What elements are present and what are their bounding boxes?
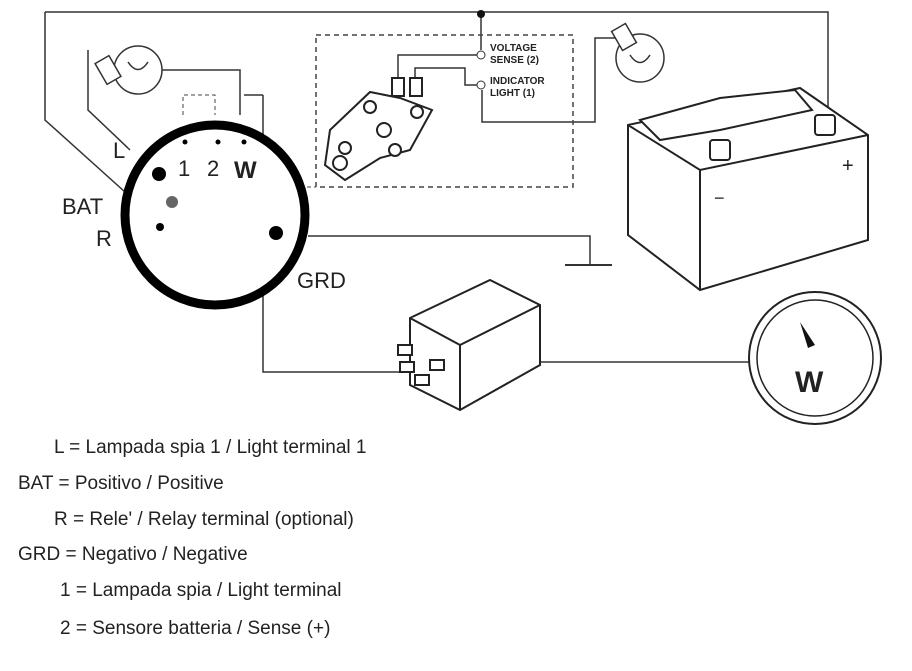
label-grd: GRD	[297, 268, 346, 293]
battery-plus: +	[842, 155, 854, 177]
sense-terminal	[476, 50, 486, 60]
warning-gauge-icon	[748, 291, 882, 425]
r-terminal	[156, 223, 164, 231]
lamp-wire	[87, 50, 131, 151]
relay-icon	[397, 278, 541, 412]
legend-row: 1 = Lampada spia / Light terminal	[60, 580, 342, 601]
indicator-terminal	[476, 80, 486, 90]
lamp-right-icon	[610, 22, 665, 83]
left-wire	[44, 12, 126, 193]
label-pin2: 2	[207, 156, 219, 181]
label-L: L	[113, 138, 125, 163]
regulator-icon	[323, 77, 434, 182]
battery-icon	[627, 86, 869, 292]
lamp-to-L-wire	[150, 69, 241, 115]
legend-row: GRD = Negativo / Negative	[18, 544, 248, 565]
alternator-connector	[120, 120, 310, 310]
label-r: R	[96, 226, 112, 251]
lamp-left-icon	[94, 45, 163, 95]
label-bat: BAT	[62, 194, 103, 219]
legend-row: L = Lampada spia 1 / Light terminal 1	[54, 437, 367, 458]
legend-row: R = Rele' / Relay terminal (optional)	[54, 509, 354, 530]
label-pin1: 1	[178, 156, 190, 181]
ground-wire	[308, 235, 591, 265]
label-indicator: INDICATOR	[490, 76, 545, 87]
battery-minus: −	[714, 188, 725, 208]
gauge-label: W	[795, 366, 824, 399]
bat-terminal	[152, 167, 166, 181]
wires	[44, 11, 829, 373]
label-voltage-sense-2: SENSE (2)	[490, 55, 539, 66]
label-pinW: W	[234, 157, 257, 184]
bat-pin	[166, 196, 178, 208]
grd-terminal	[269, 226, 283, 240]
legend-row: 2 = Sensore batteria / Sense (+)	[60, 618, 331, 639]
label-indicator-2: LIGHT (1)	[490, 88, 535, 99]
legend-row: BAT = Positivo / Positive	[18, 473, 224, 494]
indicator-wire	[481, 37, 620, 123]
junction-dot	[477, 10, 485, 18]
regulator-box	[315, 34, 574, 188]
label-voltage-sense: VOLTAGE	[490, 43, 537, 54]
top-wire	[45, 11, 829, 118]
